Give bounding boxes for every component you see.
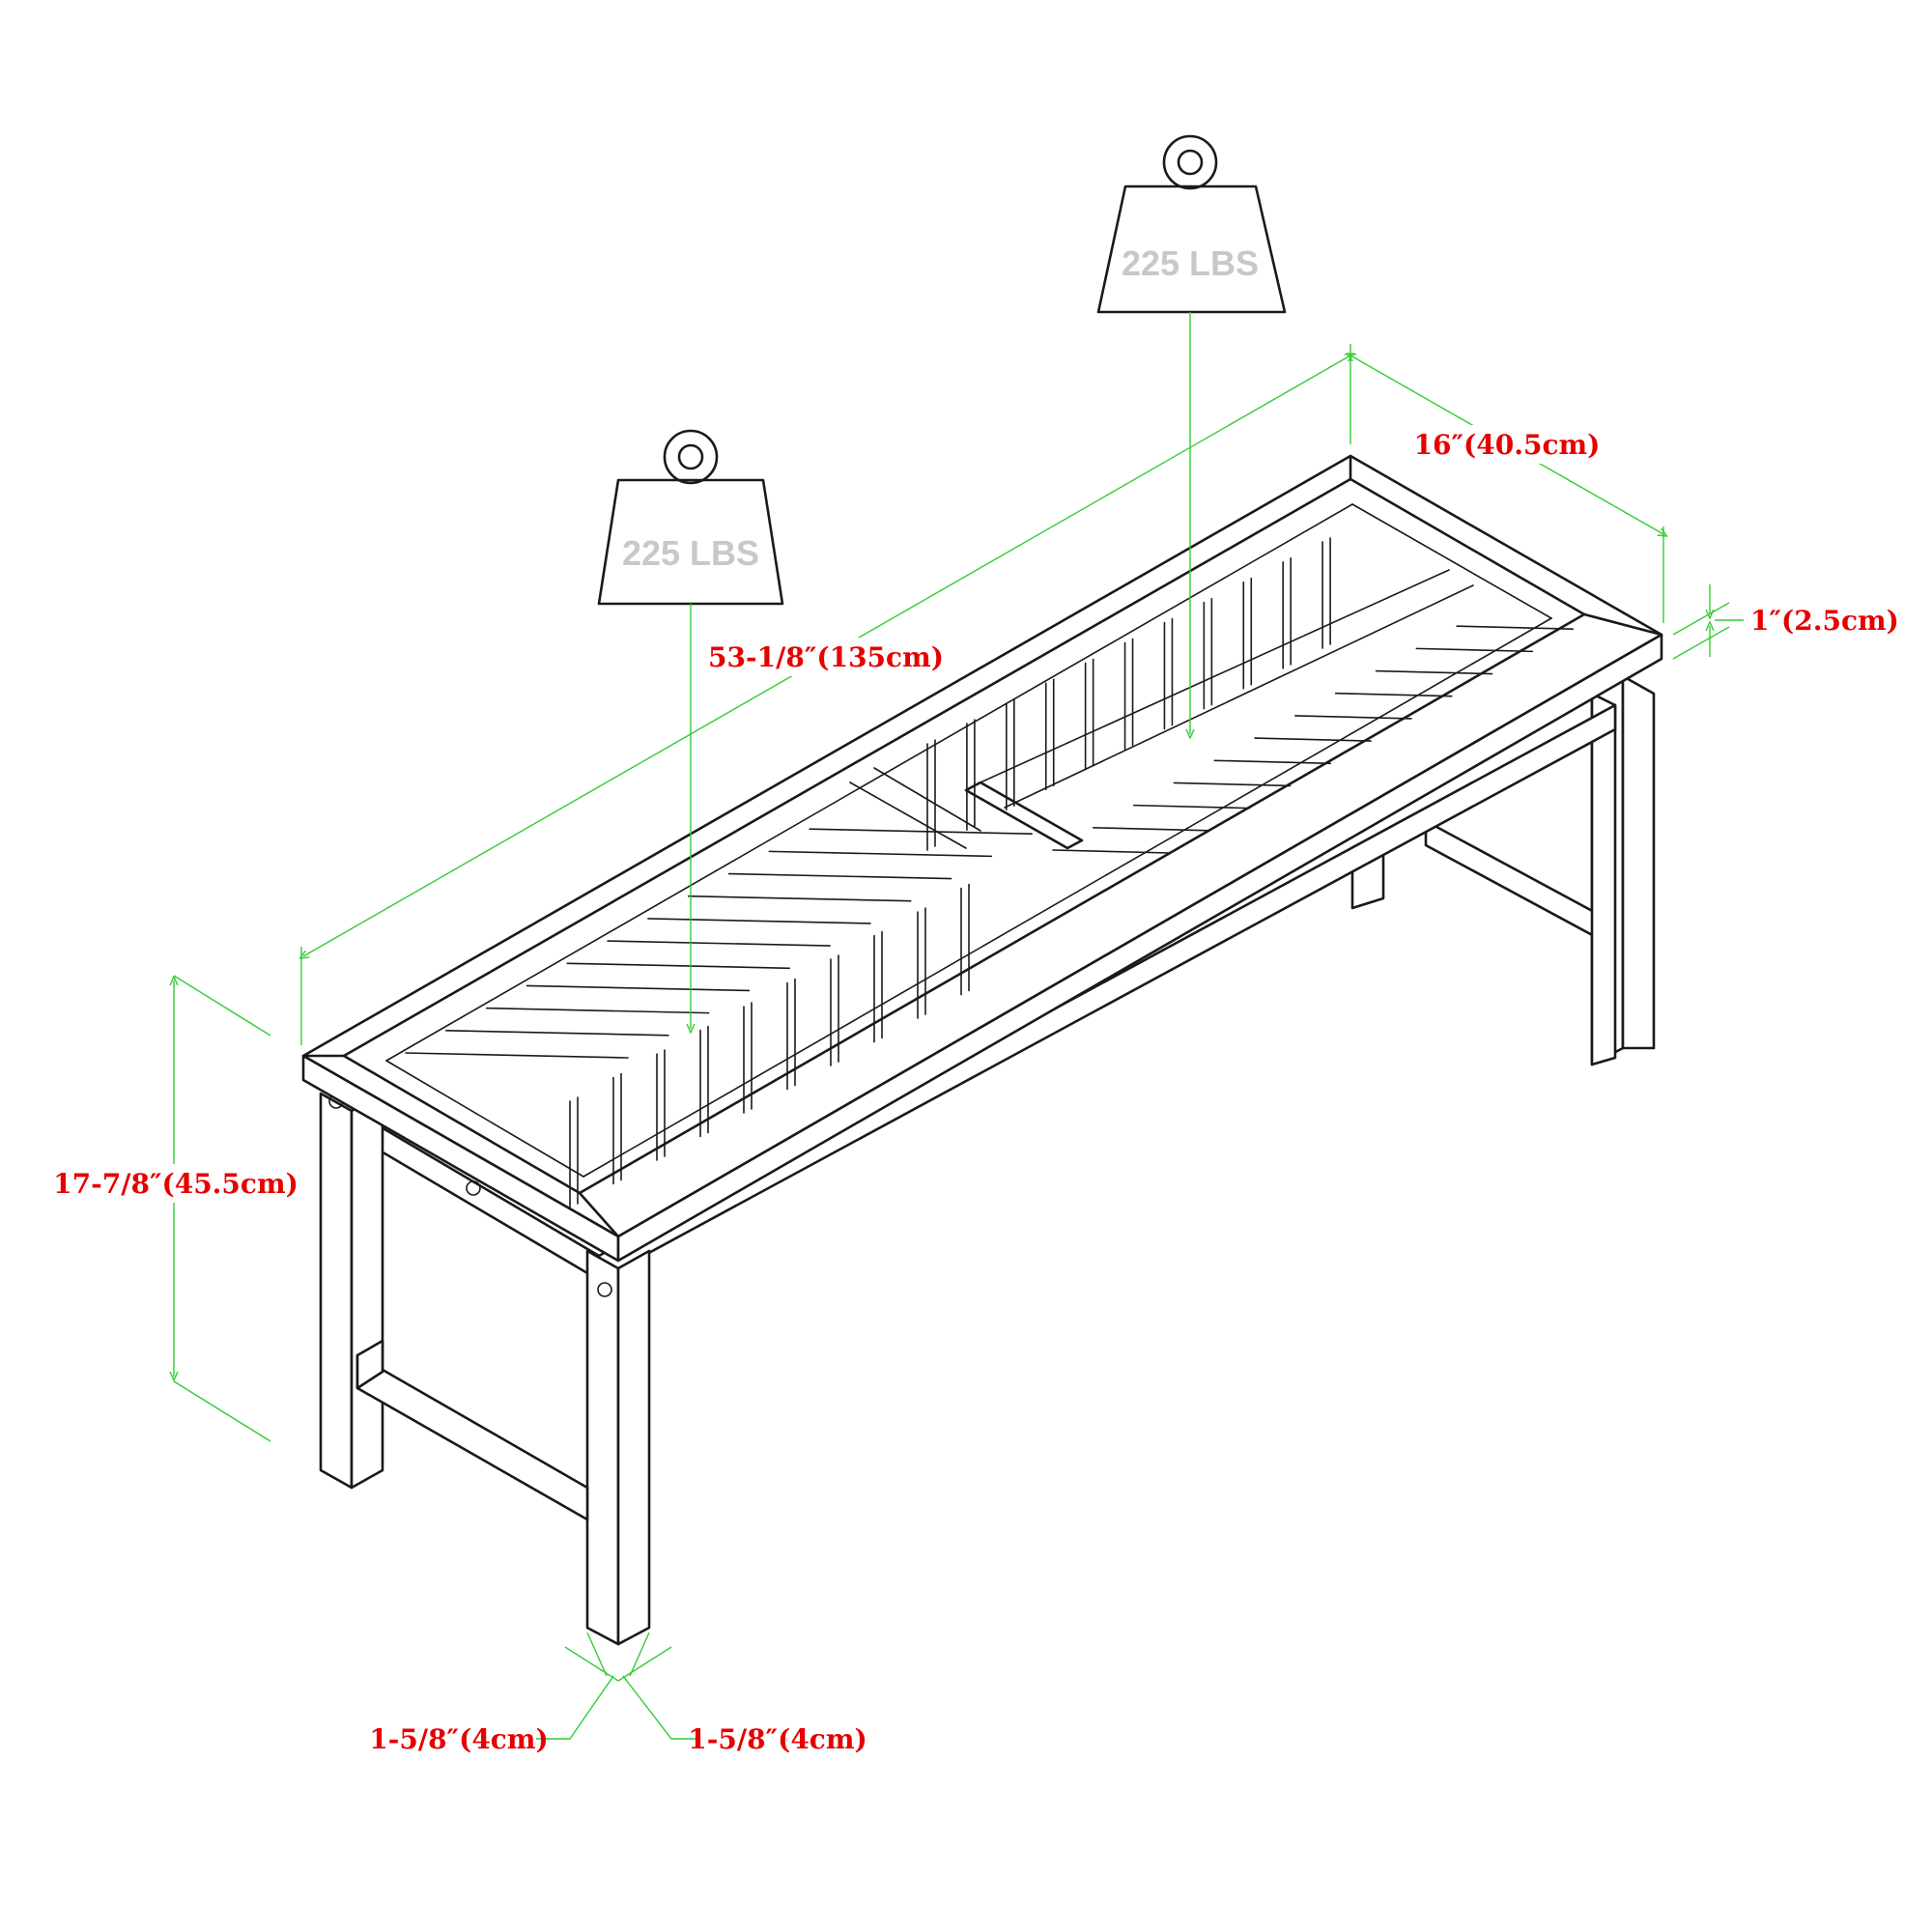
dim-leg-width: 1-5/8″(4cm) 1-5/8″(4cm): [369, 1632, 867, 1755]
dim-depth-label: 16″(40.5cm): [1414, 429, 1601, 461]
leg-front-right: [1590, 692, 1617, 1066]
weight-label: 225 LBS: [1122, 243, 1259, 283]
weight-ring-icon: [663, 429, 719, 485]
dim-leg-width-right-label: 1-5/8″(4cm): [688, 1723, 867, 1755]
leg-front-left: [585, 1249, 651, 1646]
slat-line: [485, 1007, 710, 1014]
slat-line: [445, 1030, 669, 1037]
dim-length: 53-1/8″(135cm): [301, 344, 1350, 1045]
dim-thickness: 1″(2.5cm): [1672, 584, 1899, 660]
slat-line: [526, 984, 751, 992]
slat-line: [566, 962, 791, 970]
leg-back-left: [319, 1092, 384, 1490]
slat-line: [1456, 625, 1574, 630]
rail-back-right: [1424, 819, 1598, 939]
dim-length-label: 53-1/8″(135cm): [708, 641, 944, 673]
weight-ring-icon: [1162, 134, 1218, 190]
weight-right: 225 LBS: [1096, 134, 1287, 734]
weight-body-icon: [1096, 185, 1287, 314]
dim-height-label: 17-7/8″(45.5cm): [53, 1168, 298, 1200]
bench: [301, 454, 1663, 1646]
dim-height: 17-7/8″(45.5cm): [53, 975, 299, 1442]
stretcher-left: [355, 1339, 589, 1521]
bolt-apron: [466, 1180, 481, 1196]
weight-ring-hole: [677, 443, 704, 470]
weight-ring-hole: [1177, 149, 1204, 176]
dim-depth: 16″(40.5cm): [1350, 355, 1663, 623]
slat-line: [1375, 669, 1493, 675]
slat-line: [1415, 647, 1534, 653]
weight-label: 225 LBS: [622, 533, 759, 573]
slat-line: [405, 1052, 629, 1059]
dim-thickness-label: 1″(2.5cm): [1750, 605, 1899, 637]
dim-leg-width-left-label: 1-5/8″(4cm): [369, 1723, 548, 1755]
